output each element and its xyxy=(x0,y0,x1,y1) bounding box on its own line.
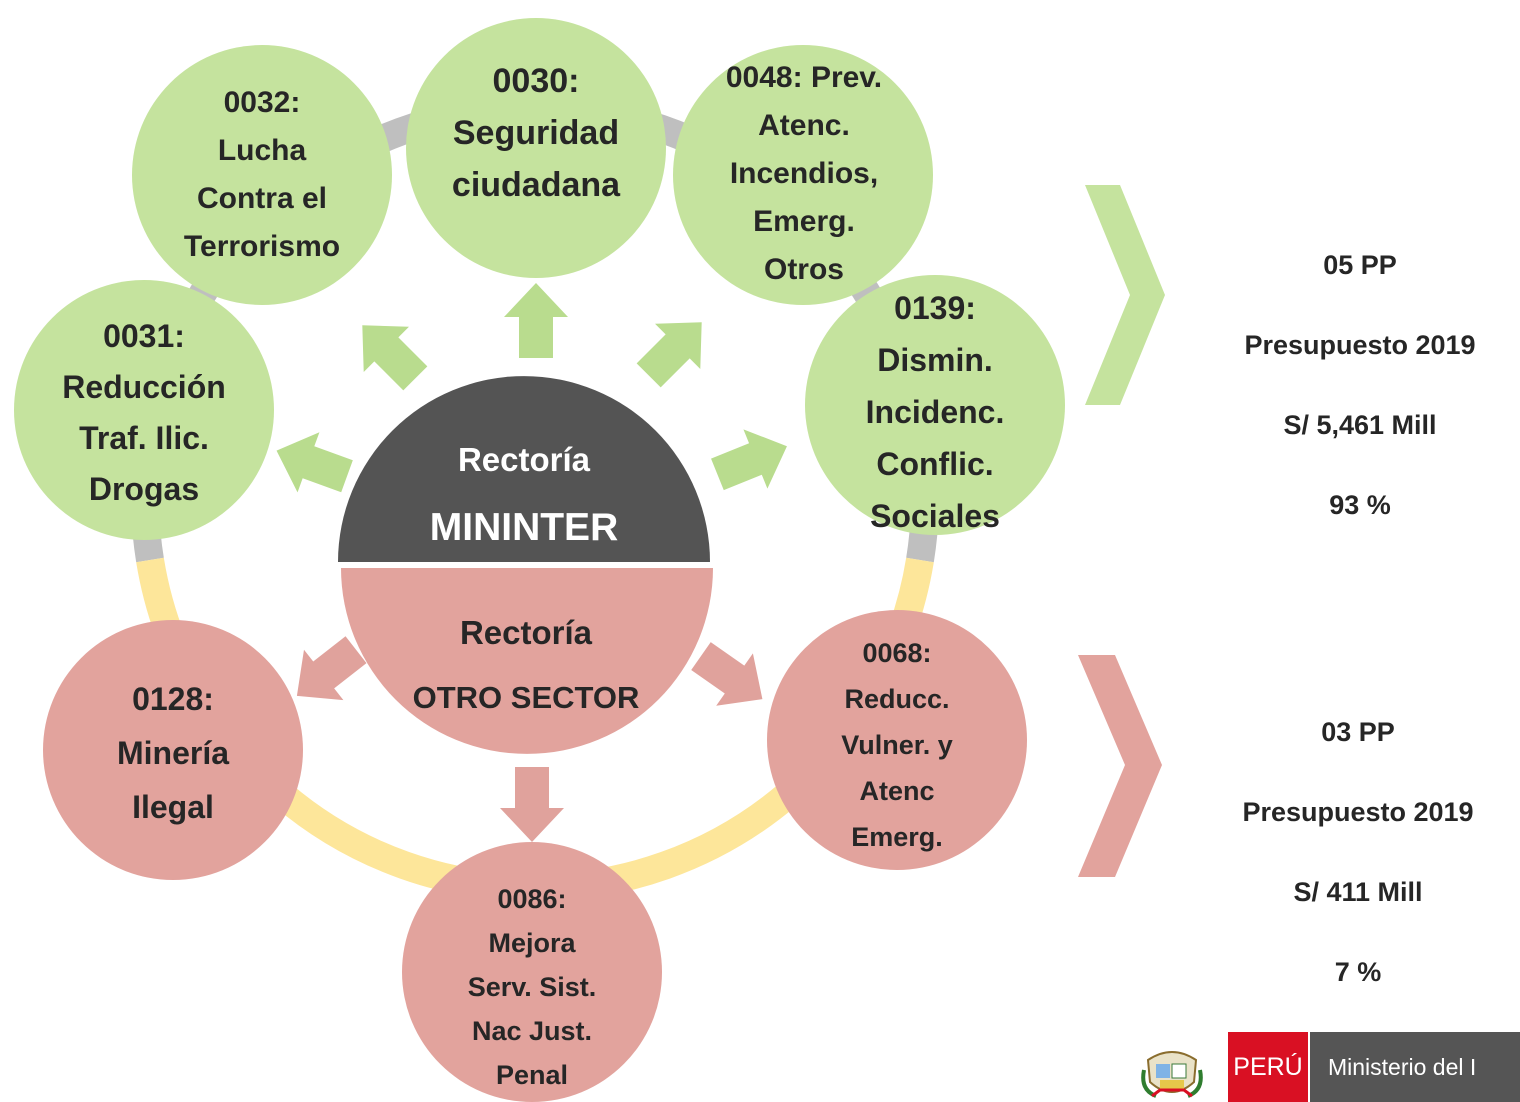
center-top-line2: MININTER xyxy=(429,506,619,549)
arrow-to-0086 xyxy=(500,767,564,842)
summary-mininter: 05 PP Presupuesto 2019 S/ 5,461 Mill 93 … xyxy=(1220,205,1500,565)
node-0139-circle xyxy=(805,275,1065,535)
node-0139-label: 0139: Dismin. Incidenc. Conflic. Sociale… xyxy=(865,290,1005,534)
arrow-to-0030 xyxy=(504,283,568,358)
chevron-otro-sector xyxy=(1078,655,1162,877)
node-0030-circle xyxy=(406,18,666,278)
arrow-to-0128 xyxy=(296,636,367,701)
node-0128-label: 0128: Minería Ilegal xyxy=(116,681,230,825)
arrow-to-0048 xyxy=(636,322,702,388)
arrow-to-0032 xyxy=(362,325,428,391)
chevron-mininter xyxy=(1085,185,1165,405)
node-0032-label: 0032: Lucha Contra el Terrorismo xyxy=(183,86,341,263)
node-0030-label: 0030: Seguridad ciudadana xyxy=(451,62,621,204)
logo-ministry: Ministerio del I xyxy=(1310,1032,1520,1102)
summary-mininter-title: Presupuesto 2019 xyxy=(1244,330,1476,360)
summary-otro-title: Presupuesto 2019 xyxy=(1242,797,1474,827)
center-bottom-half xyxy=(341,568,713,754)
node-0068-circle xyxy=(767,610,1027,870)
center-top-text: Rectoría MININTER xyxy=(374,420,674,574)
summary-otro-count: 03 PP xyxy=(1321,717,1395,747)
node-0031-label: 0031: Reducción Traf. Ilic. Drogas xyxy=(62,318,226,507)
ministry-logo: PERÚ Ministerio del I xyxy=(1134,1032,1520,1102)
arrow-to-0068 xyxy=(691,642,763,706)
node-0032-circle xyxy=(132,45,392,305)
center-bottom-line1: Rectoría xyxy=(459,614,593,651)
node-0068-label: 0068: Reducc. Vulner. y Atenc Emerg. xyxy=(841,638,953,852)
summary-mininter-amount: S/ 5,461 Mill xyxy=(1283,410,1437,440)
node-0048-label: 0048: Prev. Atenc. Incendios, Emerg. Otr… xyxy=(725,61,883,286)
node-0031-circle xyxy=(14,280,274,540)
center-top-line1: Rectoría xyxy=(457,441,591,478)
coat-of-arms-icon xyxy=(1141,1051,1203,1098)
node-0048-circle xyxy=(673,45,933,305)
summary-mininter-pct: 93 % xyxy=(1329,490,1391,520)
node-0128-circle xyxy=(43,620,303,880)
summary-mininter-count: 05 PP xyxy=(1323,250,1397,280)
summary-otro-pct: 7 % xyxy=(1334,957,1382,987)
node-0086-circle xyxy=(402,842,662,1102)
center-top-half xyxy=(338,376,710,562)
summary-otro-sector: 03 PP Presupuesto 2019 S/ 411 Mill 7 % xyxy=(1218,672,1498,1032)
node-0086-label: 0086: Mejora Serv. Sist. Nac Just. Penal xyxy=(467,884,597,1090)
center-bottom-text: Rectoría OTRO SECTOR xyxy=(376,592,676,740)
arrow-to-0031 xyxy=(276,432,353,493)
summary-otro-amount: S/ 411 Mill xyxy=(1293,877,1423,907)
center-bottom-line2: OTRO SECTOR xyxy=(412,680,640,715)
arrow-to-0139 xyxy=(711,429,787,491)
logo-peru: PERÚ xyxy=(1228,1032,1308,1102)
